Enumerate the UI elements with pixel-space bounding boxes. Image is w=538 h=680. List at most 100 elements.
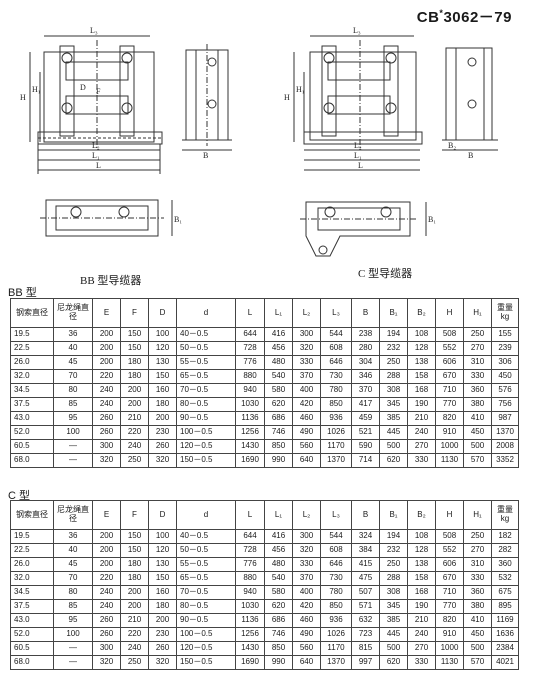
dim-h1-c: H₁ (296, 85, 305, 94)
cell-wire-dia: 37.5 (10, 599, 54, 614)
cell-d-small: 80－0.5 (176, 599, 236, 614)
cell-b2: 270 (407, 641, 436, 656)
cell-l3: 1170 (320, 641, 352, 656)
cell-nylon-dia: 45 (53, 557, 93, 572)
cell-e: 220 (92, 369, 121, 384)
cell-d-small: 120－0.5 (176, 641, 236, 656)
cell-d: 320 (148, 655, 177, 670)
dim-b1-c: B₁ (428, 215, 436, 224)
cell-d-small: 55－0.5 (176, 557, 236, 572)
cell-l3: 1026 (320, 425, 352, 440)
dim-l2-bb: L₂ (92, 141, 100, 150)
col-header-d: D (148, 298, 177, 328)
cell-b1: 345 (379, 397, 408, 412)
cell-l: 1030 (235, 599, 265, 614)
cell-b2: 240 (407, 627, 436, 642)
cell-h1: 380 (463, 599, 492, 614)
cell-l1: 456 (264, 543, 293, 558)
cell-h: 606 (435, 355, 464, 370)
cell-b1: 308 (379, 383, 408, 398)
cell-b1: 250 (379, 355, 408, 370)
cell-d-small: 150－0.5 (176, 453, 236, 468)
cell-weight: 576 (491, 383, 519, 398)
col-header-l3: L₃ (320, 500, 352, 530)
cell-wire-dia: 68.0 (10, 453, 54, 468)
cell-nylon-dia: 36 (53, 327, 93, 342)
cell-h1: 410 (463, 411, 492, 426)
cell-f: 150 (120, 529, 149, 544)
cell-weight: 1169 (491, 613, 519, 628)
cell-b1: 385 (379, 411, 408, 426)
cell-nylon-dia: 95 (53, 411, 93, 426)
cell-d-small: 80－0.5 (176, 397, 236, 412)
cell-f: 200 (120, 397, 149, 412)
cell-b1: 620 (379, 655, 408, 670)
dim-h-bb: H (20, 93, 26, 102)
col-header-b: B (351, 500, 380, 530)
cell-l2: 640 (292, 453, 321, 468)
cell-l2: 490 (292, 627, 321, 642)
cell-l2: 330 (292, 355, 321, 370)
col-header-l: L (235, 298, 265, 328)
cell-b: 280 (351, 341, 380, 356)
cell-nylon-dia: 95 (53, 613, 93, 628)
cell-b: 632 (351, 613, 380, 628)
cell-h1: 380 (463, 397, 492, 412)
cell-l1: 620 (264, 397, 293, 412)
cell-l2: 640 (292, 655, 321, 670)
cell-e: 260 (92, 411, 121, 426)
col-header-l1: L₁ (264, 500, 293, 530)
cell-d: 130 (148, 355, 177, 370)
cell-l2: 420 (292, 397, 321, 412)
cell-b1: 194 (379, 529, 408, 544)
cell-l: 1430 (235, 439, 265, 454)
cell-l: 940 (235, 585, 265, 600)
dim-b-c: B (468, 151, 473, 160)
cell-l1: 746 (264, 425, 293, 440)
cell-d: 260 (148, 641, 177, 656)
cell-wire-dia: 34.5 (10, 585, 54, 600)
col-header-weight: 重量 kg (491, 298, 519, 328)
cell-wire-dia: 60.5 (10, 439, 54, 454)
col-header-h: H (435, 298, 464, 328)
cell-weight: 3352 (491, 453, 519, 468)
cell-b2: 128 (407, 543, 436, 558)
col-header-l3: L₃ (320, 298, 352, 328)
cell-l3: 1170 (320, 439, 352, 454)
cell-b: 459 (351, 411, 380, 426)
dim-l1-bb: L₁ (92, 151, 100, 160)
cell-l1: 416 (264, 529, 293, 544)
cell-l1: 686 (264, 411, 293, 426)
cell-l1: 850 (264, 439, 293, 454)
cell-e: 260 (92, 613, 121, 628)
cell-b2: 138 (407, 355, 436, 370)
col-header-f: F (120, 500, 149, 530)
cell-l3: 730 (320, 571, 352, 586)
cell-h: 710 (435, 585, 464, 600)
cell-l2: 420 (292, 599, 321, 614)
cell-h: 710 (435, 383, 464, 398)
cell-h1: 360 (463, 383, 492, 398)
cell-f: 150 (120, 327, 149, 342)
cell-b2: 138 (407, 557, 436, 572)
cell-nylon-dia: 40 (53, 543, 93, 558)
bb-plan-view (40, 199, 173, 237)
cell-weight: 306 (491, 355, 519, 370)
cell-l1: 620 (264, 599, 293, 614)
dim-h1-bb: H₁ (32, 85, 41, 94)
cell-weight: 360 (491, 557, 519, 572)
cell-l2: 370 (292, 571, 321, 586)
col-header-b: B (351, 298, 380, 328)
cell-b2: 168 (407, 383, 436, 398)
dim-l3-bb: L₃ (90, 26, 98, 35)
cell-h1: 410 (463, 613, 492, 628)
c-section-title: C 型 (8, 490, 30, 502)
cell-b: 417 (351, 397, 380, 412)
cell-b: 370 (351, 383, 380, 398)
